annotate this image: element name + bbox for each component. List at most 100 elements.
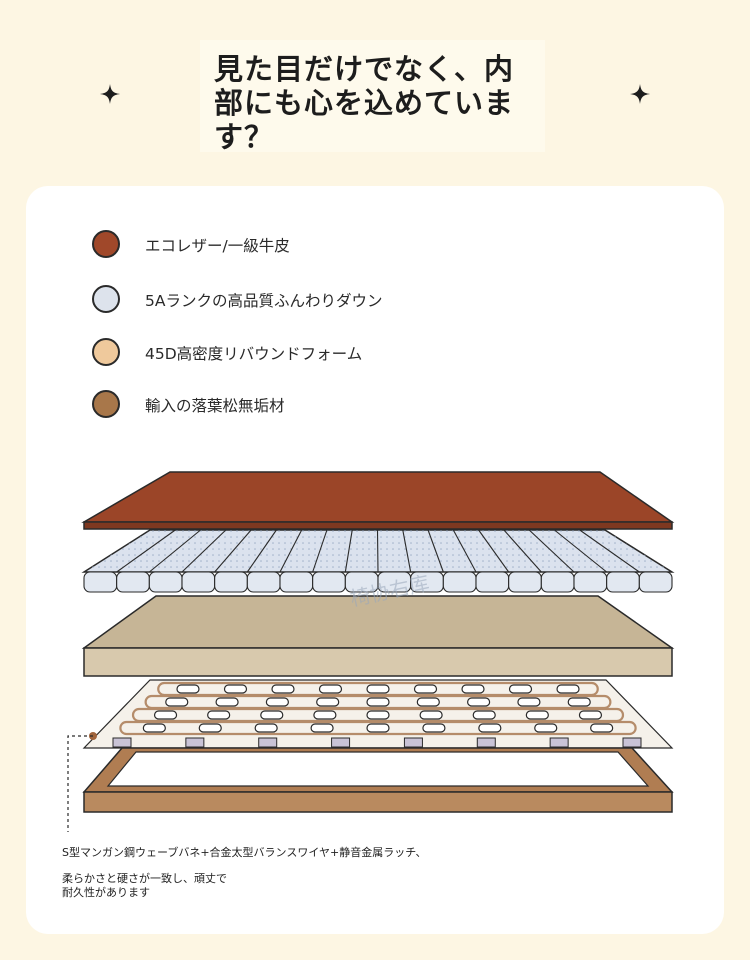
spring-coil bbox=[461, 684, 485, 694]
caption-line-1: S型マンガン鋼ウェーブバネ+合金太型バランスワイヤ+静音金属ラッチ、 bbox=[62, 846, 427, 859]
spring-coil bbox=[165, 697, 189, 707]
spring-coil bbox=[271, 684, 295, 694]
down-pleat-line bbox=[214, 529, 252, 573]
legend-dot-wood bbox=[92, 390, 120, 418]
down-tube bbox=[279, 571, 314, 593]
down-pleat-line bbox=[503, 529, 542, 573]
spring-coil bbox=[590, 723, 614, 733]
spring-coil bbox=[534, 723, 558, 733]
down-tube bbox=[638, 571, 673, 593]
down-pleat-line bbox=[116, 529, 176, 573]
spring-coil bbox=[265, 697, 289, 707]
spring-coil bbox=[366, 697, 390, 707]
down-pleat-line bbox=[528, 529, 575, 573]
caption-line-2: 柔らかさと硬さが一致し、頑丈で bbox=[62, 872, 227, 885]
down-pleat-line bbox=[279, 529, 303, 573]
legend-item-down: 5Aランクの高品質ふんわりダウン bbox=[92, 283, 512, 317]
spring-coil bbox=[316, 697, 340, 707]
down-pleat-line bbox=[402, 529, 412, 573]
spring-coil bbox=[366, 710, 390, 720]
metal-latch bbox=[258, 737, 278, 748]
down-pleat-line bbox=[246, 529, 277, 573]
down-tube bbox=[181, 571, 216, 593]
metal-latch bbox=[331, 737, 351, 748]
legend-dot-down bbox=[92, 285, 120, 313]
spring-coil bbox=[254, 723, 278, 733]
metal-latch bbox=[476, 737, 496, 748]
spring-coil bbox=[517, 697, 541, 707]
headline-line-2: 部にも心を込めていま bbox=[214, 86, 515, 120]
spring-coil bbox=[508, 684, 533, 694]
spring-coil bbox=[419, 710, 443, 720]
down-tube bbox=[508, 571, 542, 593]
spring-coil bbox=[416, 697, 440, 707]
spring-coil bbox=[153, 710, 178, 720]
down-pleat-line bbox=[312, 529, 328, 573]
spring-coil bbox=[478, 723, 502, 733]
legend-dot-foam bbox=[92, 338, 120, 366]
leather-layer bbox=[81, 471, 675, 530]
spring-wire bbox=[119, 720, 637, 736]
caption-line-3: 耐久性があります bbox=[62, 886, 150, 899]
down-tube bbox=[606, 571, 640, 593]
spring-coil bbox=[176, 684, 200, 694]
metal-latch bbox=[403, 737, 423, 748]
spring-coil bbox=[467, 697, 491, 707]
spring-coil bbox=[556, 684, 580, 694]
spring-coil bbox=[215, 697, 239, 707]
metal-latch bbox=[112, 737, 132, 748]
down-tube bbox=[442, 571, 477, 593]
legend-label-foam: 45D高密度リバウンドフォーム bbox=[145, 345, 363, 363]
headline-line-3: す？ bbox=[214, 120, 275, 154]
spring-coil bbox=[142, 723, 166, 733]
down-tube bbox=[246, 571, 281, 593]
metal-latch bbox=[622, 737, 642, 748]
spring-coil bbox=[413, 684, 438, 694]
spring-coil bbox=[472, 710, 496, 720]
legend-item-wood: 輸入の落葉松無垢材 bbox=[92, 388, 512, 422]
down-tube bbox=[312, 571, 346, 593]
spring-coil bbox=[207, 710, 231, 720]
down-pleat-line bbox=[478, 529, 510, 573]
down-tube bbox=[214, 571, 248, 593]
down-tube bbox=[83, 571, 118, 593]
down-pleat-line bbox=[344, 529, 353, 573]
spring-coil bbox=[567, 697, 591, 707]
legend-label-wood: 輸入の落葉松無垢材 bbox=[145, 397, 285, 415]
legend-label-down: 5Aランクの高品質ふんわりダウン bbox=[145, 292, 383, 310]
down-tube bbox=[116, 571, 150, 593]
metal-latch bbox=[185, 737, 205, 748]
spring-coil bbox=[313, 710, 337, 720]
down-tube bbox=[540, 571, 575, 593]
spring-coil bbox=[260, 710, 284, 720]
sparkle-icon-right bbox=[630, 84, 650, 104]
spring-coil bbox=[366, 723, 390, 733]
spring-layer bbox=[82, 679, 674, 749]
spring-coil bbox=[525, 710, 549, 720]
down-pleat-line bbox=[452, 529, 477, 573]
headline-title: 見た目だけでなく、内 部にも心を込めていま す？ bbox=[200, 40, 545, 154]
spring-coil bbox=[578, 710, 603, 720]
legend-dot-leather bbox=[92, 230, 120, 258]
down-pleat-line bbox=[148, 529, 201, 573]
sparkle-icon-left bbox=[100, 84, 120, 104]
down-tube bbox=[148, 571, 183, 593]
spring-coil bbox=[318, 684, 343, 694]
down-tube bbox=[573, 571, 608, 593]
down-pleat-line bbox=[554, 529, 608, 573]
down-pleat-line bbox=[427, 529, 444, 573]
headline-box: 見た目だけでなく、内 部にも心を込めていま す？ bbox=[200, 40, 545, 154]
spring-coil bbox=[223, 684, 248, 694]
down-pleat-line bbox=[376, 529, 379, 573]
legend-item-leather: エコレザー/一級牛皮 bbox=[92, 228, 512, 262]
metal-latch bbox=[549, 737, 569, 748]
spring-coil bbox=[366, 684, 390, 694]
foam-layer bbox=[81, 595, 675, 677]
legend-item-foam: 45D高密度リバウンドフォーム bbox=[92, 336, 512, 370]
legend-label-leather: エコレザー/一級牛皮 bbox=[145, 237, 290, 255]
spring-coil bbox=[198, 723, 222, 733]
leader-line bbox=[67, 732, 97, 832]
spring-coil bbox=[310, 723, 334, 733]
down-pleat-line bbox=[579, 529, 640, 573]
